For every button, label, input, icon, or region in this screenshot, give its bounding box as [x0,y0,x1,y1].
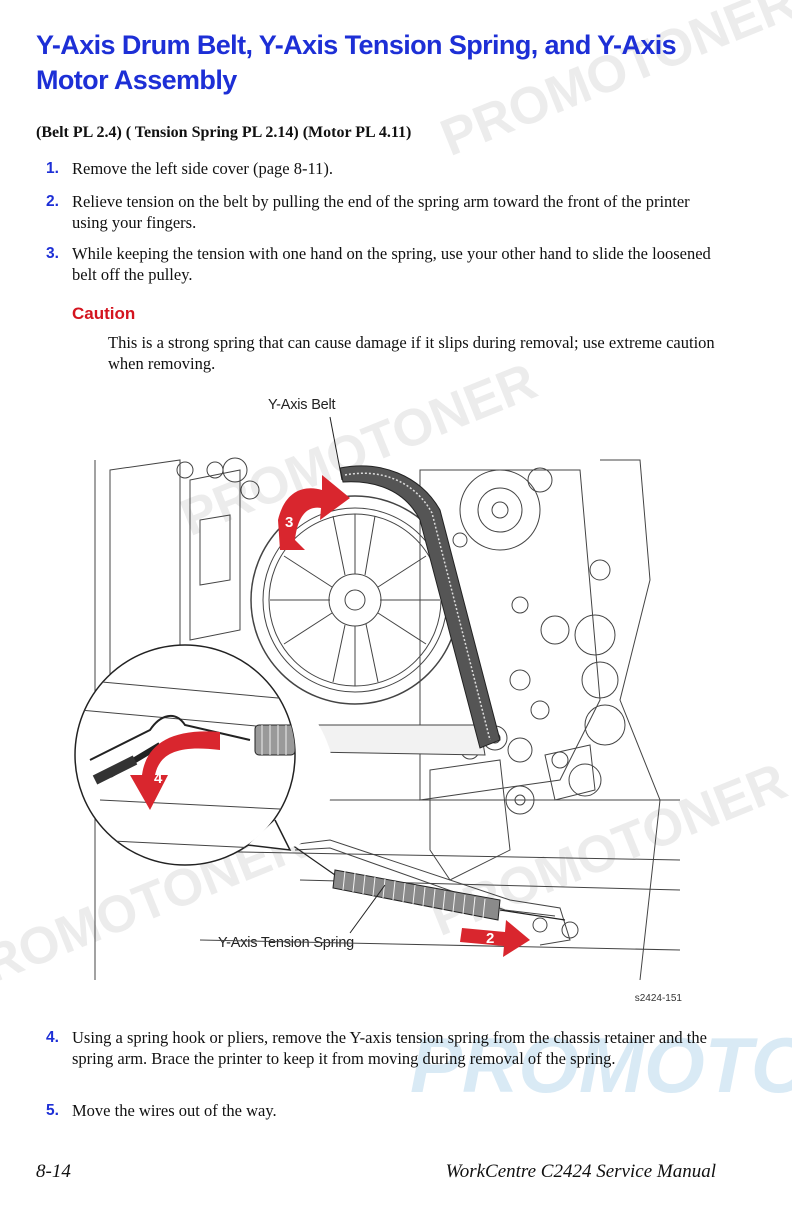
step-number: 3. [46,245,59,262]
step-text: Move the wires out of the way. [72,1101,277,1120]
step-text: While keeping the tension with one hand … [72,244,711,284]
step-text: Remove the left side cover (page 8-11). [72,159,333,178]
step-3: 3. While keeping the tension with one ha… [36,243,716,285]
step-4: 4. Using a spring hook or pliers, remove… [36,1027,716,1069]
step-number: 5. [46,1102,59,1119]
label-y-axis-tension-spring: Y-Axis Tension Spring [218,935,355,951]
page-title: Y-Axis Drum Belt, Y-Axis Tension Spring,… [36,30,677,95]
arrow-4-pull [130,731,220,810]
step-number: 2. [46,193,59,210]
line-drawing [74,416,681,981]
callout-3: 3 [285,514,294,531]
step-5: 5. Move the wires out of the way. [36,1100,716,1121]
step-text: Using a spring hook or pliers, remove th… [72,1028,707,1068]
step-number: 1. [46,160,59,177]
arrow-2-direction [460,920,530,957]
printer-illustration: Y-Axis Belt Y-Axis Tension Spring s2424-… [0,380,792,1010]
callout-2: 2 [486,930,495,947]
caution-text: This is a strong spring that can cause d… [108,333,715,373]
parts-list-references: (Belt PL 2.4) ( Tension Spring PL 2.14) … [36,124,412,141]
label-y-axis-belt: Y-Axis Belt [268,397,336,413]
footer-manual-title: WorkCentre C2424 Service Manual [445,1161,716,1182]
step-text: Relieve tension on the belt by pulling t… [72,192,690,232]
step-1: 1. Remove the left side cover (page 8-11… [36,158,716,179]
caution-label: Caution [72,304,136,323]
step-number: 4. [46,1029,59,1046]
step-2: 2. Relieve tension on the belt by pullin… [36,191,716,233]
arrow-3-rotate [278,475,350,550]
callout-4: 4 [154,770,163,787]
figure-id: s2424-151 [634,993,682,1004]
footer-page-number: 8-14 [36,1161,71,1182]
